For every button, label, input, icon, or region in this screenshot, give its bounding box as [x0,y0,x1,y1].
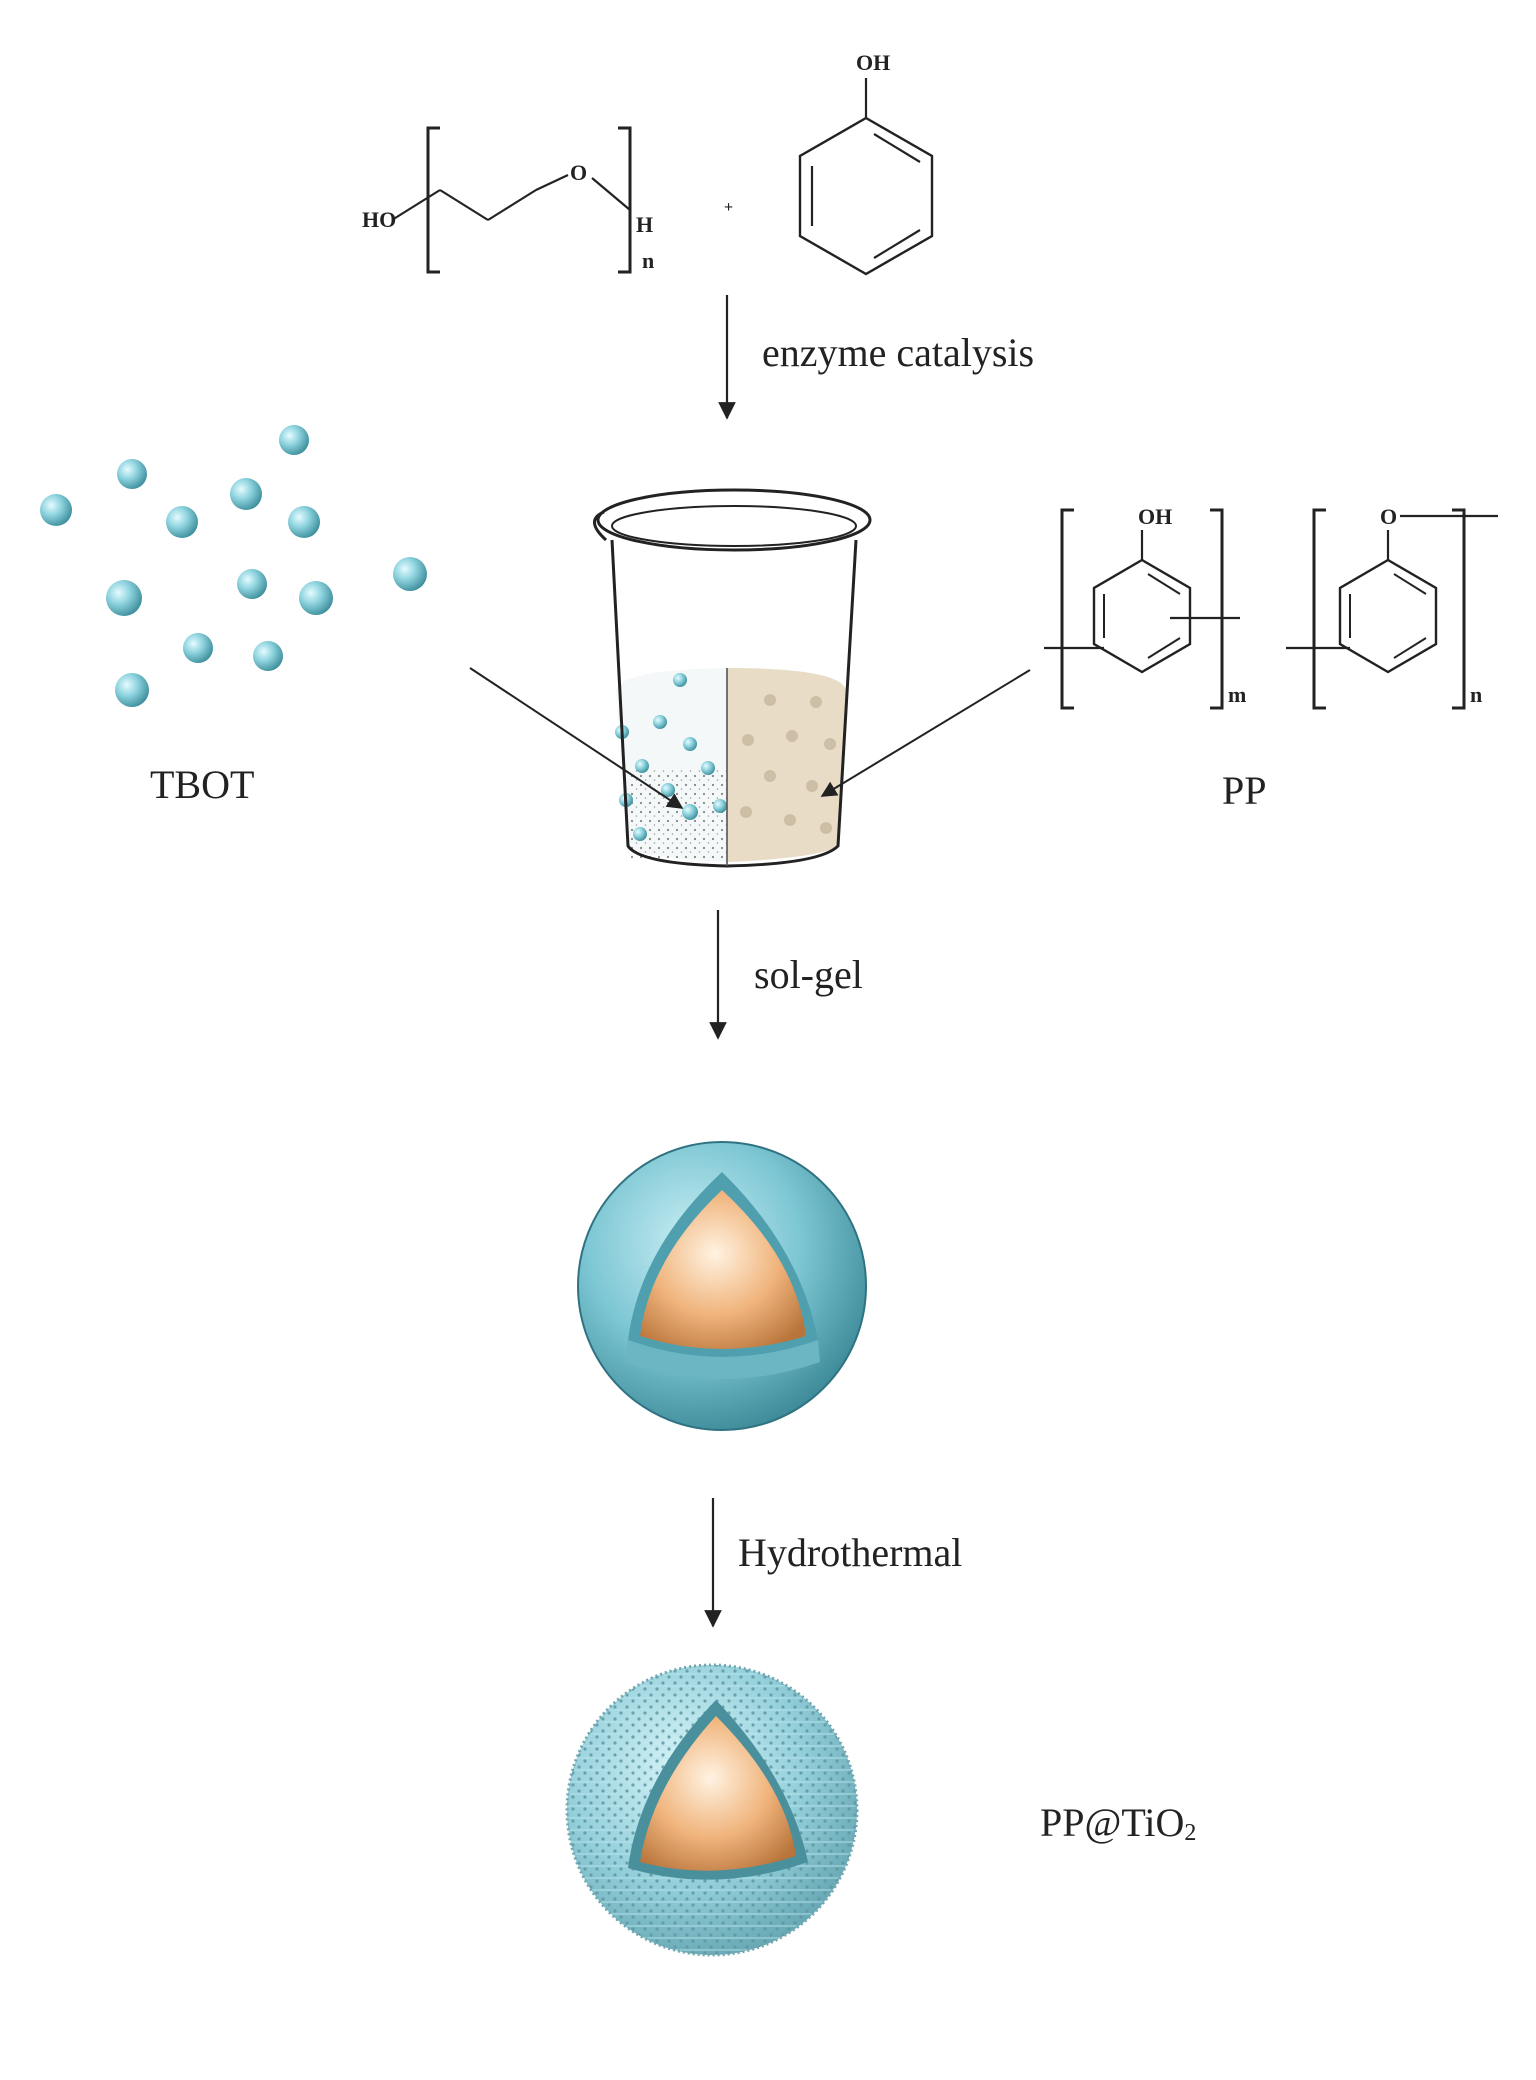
beaker [593,488,872,868]
peg-ho-label: HO [362,207,396,232]
phenol-double-bond-2 [873,229,921,259]
peg-h-label: H [636,212,653,237]
beaker-rim [596,488,872,552]
tbot-particle [253,641,283,671]
phenol-oh-label: OH [856,50,890,75]
pp-particle [806,780,818,792]
peg-bond-4 [535,174,569,191]
step-hydrothermal: Hydrothermal [738,1530,962,1575]
shell-cut-rim [626,1340,820,1379]
tbot-particle [183,633,213,663]
spiky-edge [565,1663,859,1957]
pp-bracket-2-right [1452,508,1466,710]
tbot-particle [237,569,267,599]
bubble [633,827,647,841]
pp-particle [740,806,752,818]
beaker-spout [593,510,608,542]
phenol-structure: OH [798,50,934,276]
peg-n-label: n [642,248,654,273]
pp-ring-2-double [1393,637,1427,659]
pp-o-label: O [1380,504,1397,529]
pp-particle [742,734,754,746]
peg-o-label: O [570,160,587,185]
pp-particle [784,814,796,826]
pp-bracket-1-left [1060,508,1074,710]
pp-m-label: m [1228,682,1246,707]
peg-right-bracket [618,126,632,274]
pp-ring-1-double [1147,637,1181,659]
pp-ring-2 [1338,558,1438,674]
peg-bond-5 [591,177,631,211]
tbot-particle [166,506,198,538]
tbot-particle [393,557,427,591]
bubble [673,673,687,687]
product-core [640,1716,796,1871]
peg-left-bracket [426,126,440,274]
liquid-pp-side [727,668,846,862]
tbot-particle [230,478,262,510]
tbot-particle [299,581,333,615]
tbot-particle [288,506,320,538]
precipitate-dots [628,770,727,860]
pp-bracket-2-left [1312,508,1326,710]
phenol-ring [798,116,934,276]
peg-bond-1 [391,189,441,221]
peg-bond-2 [439,189,489,221]
tbot-label: TBOT [150,762,254,807]
bubble [713,799,727,813]
peg-bond-3 [487,189,537,221]
pp-structure: OH m O n [1044,504,1498,710]
bubble [701,761,715,775]
pp-oh-label: OH [1138,504,1172,529]
pp-tio2-sphere [565,1663,859,1957]
pp-particle [824,738,836,750]
pp-particle [820,822,832,834]
arrow-pp-to-beaker [820,669,1031,797]
beaker-rim-inner [611,505,857,547]
tbot-particle [106,580,142,616]
bubble [635,759,649,773]
pp-n-label: n [1470,682,1482,707]
tbot-particles [40,425,427,707]
pp-core [640,1190,806,1349]
pp-particle [786,730,798,742]
core-shell-sphere [577,1141,867,1431]
pp-label: PP [1222,768,1267,813]
tbot-particle [115,673,149,707]
bubble [683,737,697,751]
product-label: PP@TiO2 [1040,1800,1196,1846]
arrow-tbot-to-beaker [469,667,684,809]
plus-sign: + [724,199,733,216]
pp-ring-2-double [1393,573,1427,595]
tbot-particle [117,459,147,489]
step-sol-gel: sol-gel [754,952,863,997]
pp-particle [810,696,822,708]
peg-structure: HO O H n [362,126,654,274]
pp-particle [764,694,776,706]
step-enzyme-catalysis: enzyme catalysis [762,330,1034,375]
pp-ring-1-double [1147,573,1181,595]
tbot-particle [279,425,309,455]
bubble [682,804,698,820]
pp-bracket-1-right [1210,508,1224,710]
phenol-double-bond-1 [873,133,921,163]
bubble [653,715,667,729]
pp-ring-1 [1092,558,1192,674]
pp-particle [764,770,776,782]
tbot-particle [40,494,72,526]
